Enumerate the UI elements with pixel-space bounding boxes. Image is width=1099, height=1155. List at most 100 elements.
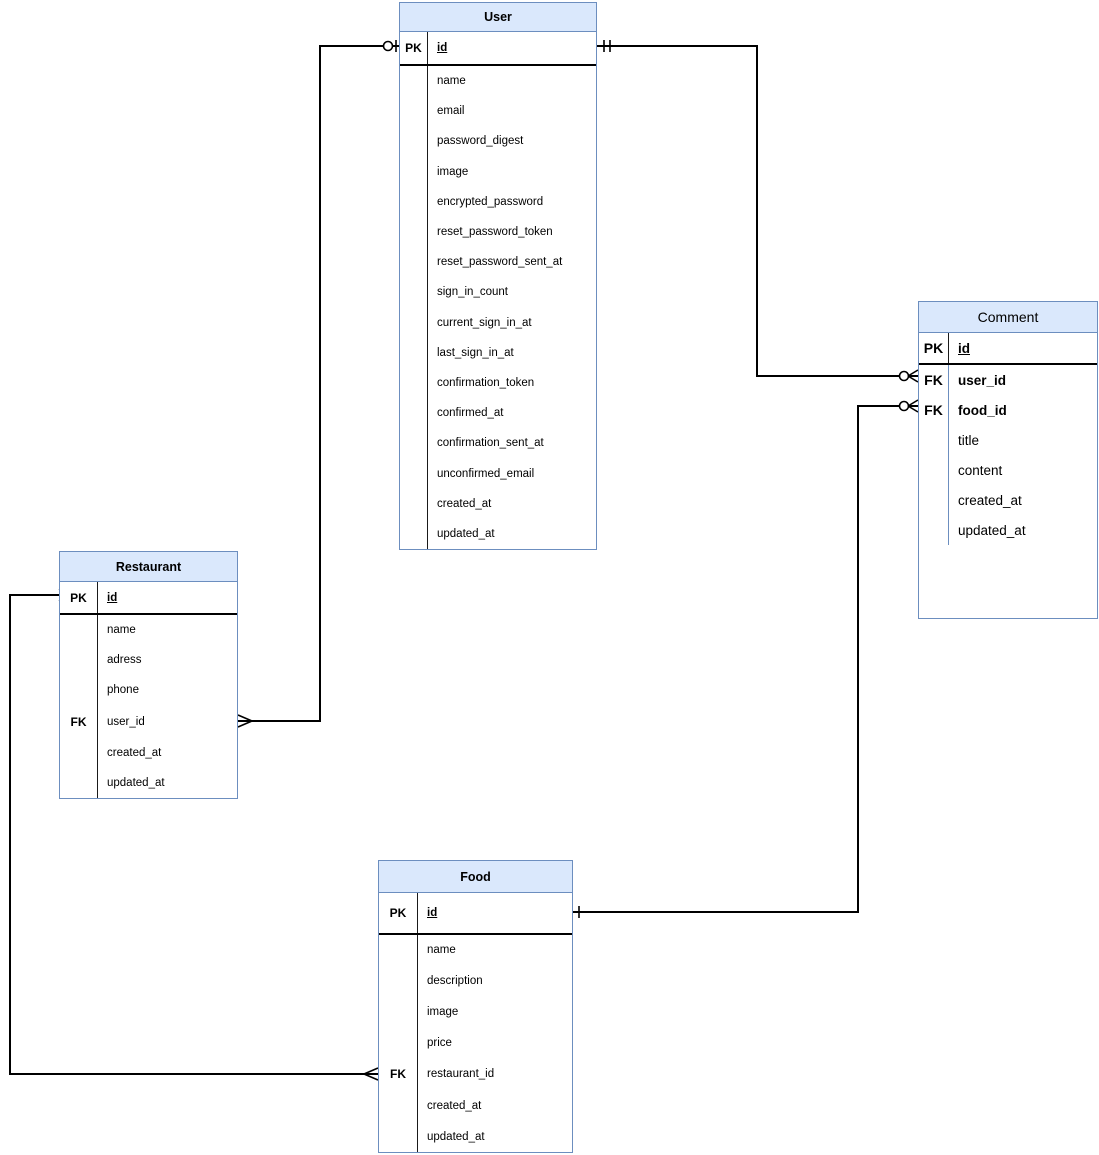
field-row: sign_in_count (400, 277, 596, 308)
field-name: confirmed_at (437, 407, 504, 420)
many-crowsfoot (907, 399, 919, 413)
many-crowsfoot (907, 369, 919, 383)
key-label (379, 965, 418, 997)
field-name: id (107, 591, 118, 604)
key-label (400, 126, 428, 157)
field-name: id (958, 340, 970, 356)
field-row: name (379, 935, 572, 966)
field-row: adress (60, 645, 237, 676)
field-row: title (919, 425, 1097, 455)
field-name: updated_at (427, 1130, 485, 1143)
key-label (400, 488, 428, 519)
field-row: current_sign_in_at (400, 307, 596, 338)
field-name: name (427, 944, 456, 957)
key-label (400, 156, 428, 187)
key-label (60, 645, 98, 676)
field-row: updated_at (919, 515, 1097, 545)
many-crowsfoot (237, 714, 253, 728)
key-label (400, 518, 428, 549)
field-row: description (379, 965, 572, 997)
field-name: created_at (427, 1099, 482, 1112)
field-row: password_digest (400, 126, 596, 157)
key-label: FK (60, 705, 98, 738)
key-label (400, 277, 428, 308)
key-label (60, 675, 98, 706)
field-name: confirmation_token (437, 376, 535, 389)
field-row: last_sign_in_at (400, 337, 596, 368)
many-crowsfoot (363, 1067, 379, 1081)
edge-user-comment[interactable] (597, 40, 919, 383)
field-row: updated_at (400, 518, 596, 549)
field-row: name (400, 66, 596, 97)
exactly-one-bars (603, 40, 611, 52)
field-row: unconfirmed_email (400, 458, 596, 489)
field-name: current_sign_in_at (437, 316, 532, 329)
edge-food-comment[interactable] (573, 399, 919, 918)
field-row: reset_password_token (400, 216, 596, 248)
field-name: updated_at (437, 527, 495, 540)
field-name: reset_password_token (437, 226, 553, 239)
key-label (60, 615, 98, 646)
key-label: PK (379, 893, 418, 933)
field-name: created_at (958, 492, 1022, 508)
field-name: reset_password_sent_at (437, 256, 563, 269)
key-label: PK (60, 582, 98, 613)
key-label (400, 428, 428, 459)
table-title: Comment (919, 302, 1097, 333)
field-name: last_sign_in_at (437, 346, 514, 359)
field-name: image (437, 165, 469, 178)
key-label (919, 485, 949, 515)
field-name: price (427, 1036, 452, 1049)
key-label: FK (919, 365, 949, 395)
field-name: user_id (107, 715, 145, 728)
table-title: Food (379, 861, 572, 893)
field-name: image (427, 1005, 459, 1018)
edge-user-restaurant[interactable] (237, 40, 399, 728)
key-label (60, 737, 98, 768)
field-name: adress (107, 654, 142, 667)
field-name: email (437, 105, 465, 118)
field-row: name (60, 615, 237, 646)
field-name: food_id (958, 402, 1007, 418)
field-row: phone (60, 675, 237, 706)
field-name: sign_in_count (437, 286, 508, 299)
field-name: name (107, 624, 136, 637)
key-label (379, 1027, 418, 1058)
key-label (379, 1090, 418, 1122)
field-name: content (958, 462, 1003, 478)
field-name: updated_at (107, 776, 165, 789)
key-label (400, 367, 428, 399)
field-name: created_at (107, 746, 162, 759)
zero-cardinality-circle (898, 370, 910, 382)
key-label: PK (400, 32, 428, 64)
field-row: image (400, 156, 596, 187)
field-name: updated_at (958, 522, 1026, 538)
key-label (400, 398, 428, 429)
field-row: created_at (919, 485, 1097, 515)
field-row: confirmation_sent_at (400, 428, 596, 459)
key-label (400, 216, 428, 248)
empty-space (919, 545, 1097, 618)
key-label (400, 337, 428, 368)
key-label (379, 996, 418, 1028)
key-label (60, 767, 98, 799)
primary-key-row: PK id (60, 582, 237, 615)
key-label (379, 1121, 418, 1153)
field-row: confirmation_token (400, 367, 596, 399)
key-label (400, 247, 428, 278)
key-label (919, 455, 949, 485)
field-name: description (427, 975, 483, 988)
field-name: password_digest (437, 135, 524, 148)
zero-cardinality-circle (382, 40, 394, 52)
